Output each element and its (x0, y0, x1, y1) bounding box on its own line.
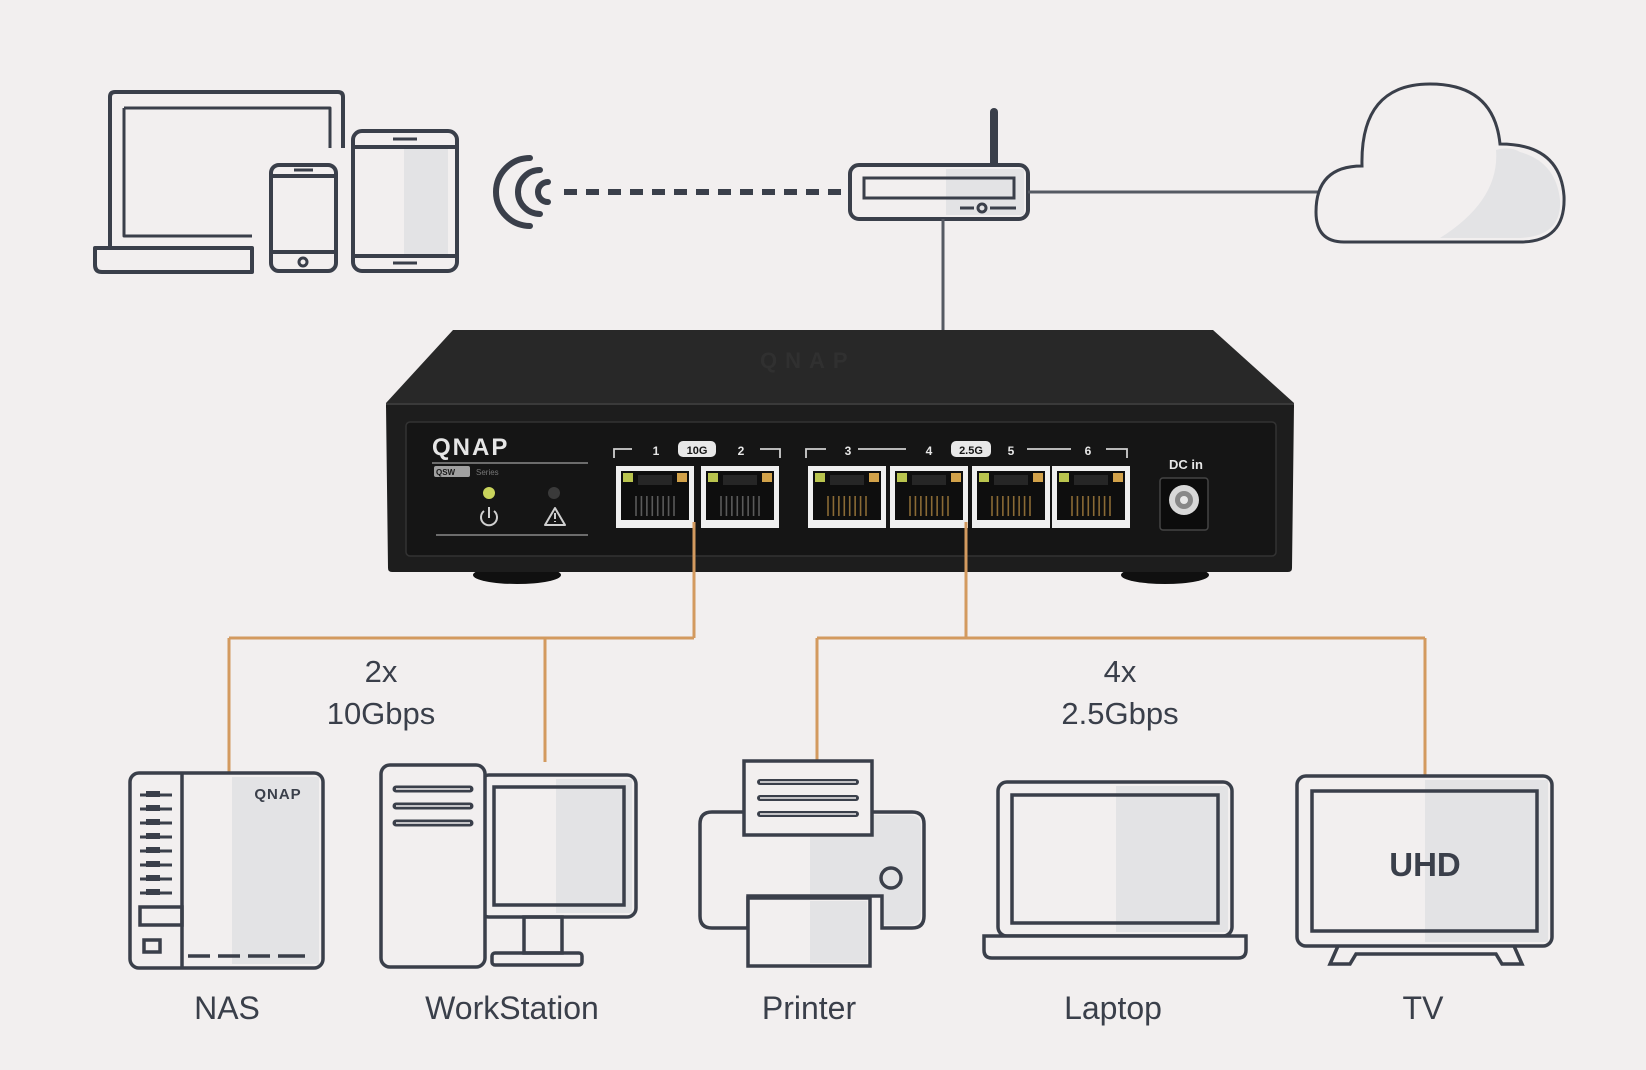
mobile-devices-icon (93, 90, 459, 274)
group-2-5g-label: 2.5G (959, 445, 983, 457)
warning-led (548, 487, 560, 499)
ethernet-port-1 (616, 466, 694, 528)
group-10g-count: 2x (365, 654, 398, 689)
printer-icon (698, 759, 926, 968)
svg-text:QNAP: QNAP (760, 348, 856, 373)
nas-label: NAS (194, 990, 260, 1026)
port-label-1: 1 (653, 444, 660, 458)
group-10g-label: 10G (687, 445, 708, 457)
ethernet-port-2 (701, 466, 779, 528)
nas-icon: QNAP (128, 771, 325, 970)
ethernet-port-6 (1052, 466, 1130, 528)
group-2-5g-count: 4x (1104, 654, 1137, 689)
ethernet-port-4 (890, 466, 968, 528)
cloud-icon (1314, 82, 1566, 244)
dc-in-label: DC in (1169, 457, 1203, 472)
connection-lines-10g (227, 522, 696, 772)
port-label-5: 5 (1008, 444, 1015, 458)
port-label-2: 2 (738, 444, 745, 458)
ethernet-port-5 (972, 466, 1050, 528)
printer-label: Printer (762, 990, 857, 1026)
laptop-icon (982, 780, 1248, 960)
warning-icon (544, 507, 566, 526)
connection-lines-2-5g (815, 522, 1427, 776)
router-icon (848, 108, 1030, 221)
switch-device: QNAP QNAP QSW Series 10G (386, 330, 1294, 584)
series-text: Series (476, 468, 499, 477)
power-led (483, 487, 495, 499)
wifi-icon (493, 155, 551, 229)
ethernet-port-3 (808, 466, 886, 528)
tv-icon: UHD (1295, 774, 1554, 966)
laptop-label: Laptop (1064, 990, 1162, 1026)
series-badge: QSW (436, 468, 456, 477)
group-2-5g-speed: 2.5Gbps (1061, 696, 1178, 731)
port-label-3: 3 (845, 444, 852, 458)
tv-label: TV (1403, 990, 1445, 1026)
port-label-4: 4 (926, 444, 933, 458)
workstation-label: WorkStation (425, 990, 599, 1026)
power-icon (480, 507, 498, 527)
nas-brand: QNAP (254, 786, 301, 803)
workstation-icon (379, 763, 638, 969)
group-10g-speed: 10Gbps (327, 696, 436, 731)
tv-screen-text: UHD (1389, 846, 1461, 883)
port-label-6: 6 (1085, 444, 1092, 458)
switch-brand: QNAP (432, 434, 509, 461)
